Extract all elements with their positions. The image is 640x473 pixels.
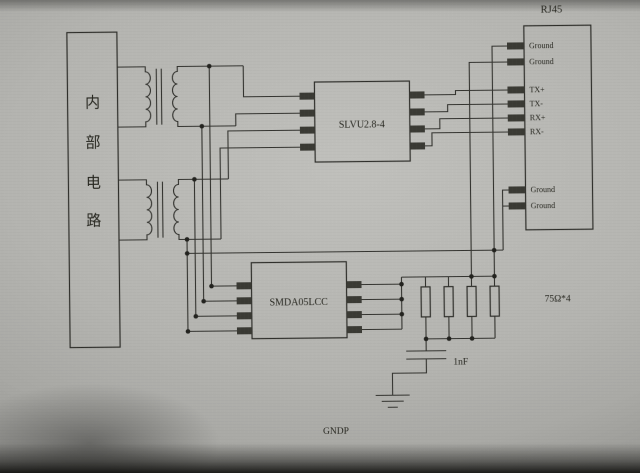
rj45-pin-label: Ground xyxy=(531,201,556,210)
rj45-pin-label: RX- xyxy=(530,127,544,136)
junction-dot xyxy=(469,336,475,341)
protect-chip-label: SMDA05LCC xyxy=(269,297,328,309)
resistor-body xyxy=(420,286,431,318)
junction-dot xyxy=(423,336,429,342)
resistor-body xyxy=(443,286,454,318)
junction-dot xyxy=(492,273,497,279)
internal-circuit-label-char: 电 xyxy=(86,174,101,191)
internal-circuit-label-char: 内 xyxy=(85,94,100,111)
tvs-chip-label: SLVU2.8-4 xyxy=(339,119,385,130)
rj45-pin-label: Ground xyxy=(529,57,554,66)
junction-dot xyxy=(199,123,205,129)
internal-circuit-block xyxy=(66,31,121,349)
labels: 内 部 电 路 SLVU2.8-4 SMDA05LCC RJ45 Ground … xyxy=(85,4,571,437)
junction-dot xyxy=(185,329,191,334)
junction-dot xyxy=(399,311,405,317)
resistor-body xyxy=(489,285,500,317)
block-outlines xyxy=(66,24,594,349)
circuit-wires xyxy=(117,45,509,408)
ic-and-connector-pins xyxy=(236,42,526,335)
tvs-chip-body xyxy=(313,80,411,163)
junction-dot xyxy=(399,296,404,302)
junction-dot xyxy=(184,251,190,256)
rj45-pin-label: Ground xyxy=(529,41,554,50)
internal-circuit-label-char: 路 xyxy=(86,212,101,229)
junction-dot xyxy=(201,298,206,304)
junction-dot xyxy=(206,63,212,69)
rj45-pin-label: TX+ xyxy=(529,85,545,94)
junction-dots xyxy=(184,63,497,342)
junction-dot xyxy=(446,336,452,341)
rj45-pin-label: Ground xyxy=(530,185,555,194)
internal-circuit-label-char: 部 xyxy=(85,134,100,151)
rj45-title: RJ45 xyxy=(541,4,563,15)
resistor-body xyxy=(466,285,477,318)
rj45-pin-label: RX+ xyxy=(530,113,546,122)
junction-dot xyxy=(469,274,474,279)
rj45-block xyxy=(523,24,594,231)
junction-dot xyxy=(192,177,197,182)
junction-dot xyxy=(491,247,497,253)
junction-dot xyxy=(193,314,199,319)
ground-label: GNDP xyxy=(323,427,349,437)
rj45-pin-label: TX- xyxy=(530,99,544,108)
resistor-array-label: 75Ω*4 xyxy=(545,294,571,304)
junction-dot xyxy=(184,237,190,242)
junction-dot xyxy=(209,283,214,289)
junction-dot xyxy=(399,281,404,287)
capacitor-label: 1nF xyxy=(453,357,468,367)
